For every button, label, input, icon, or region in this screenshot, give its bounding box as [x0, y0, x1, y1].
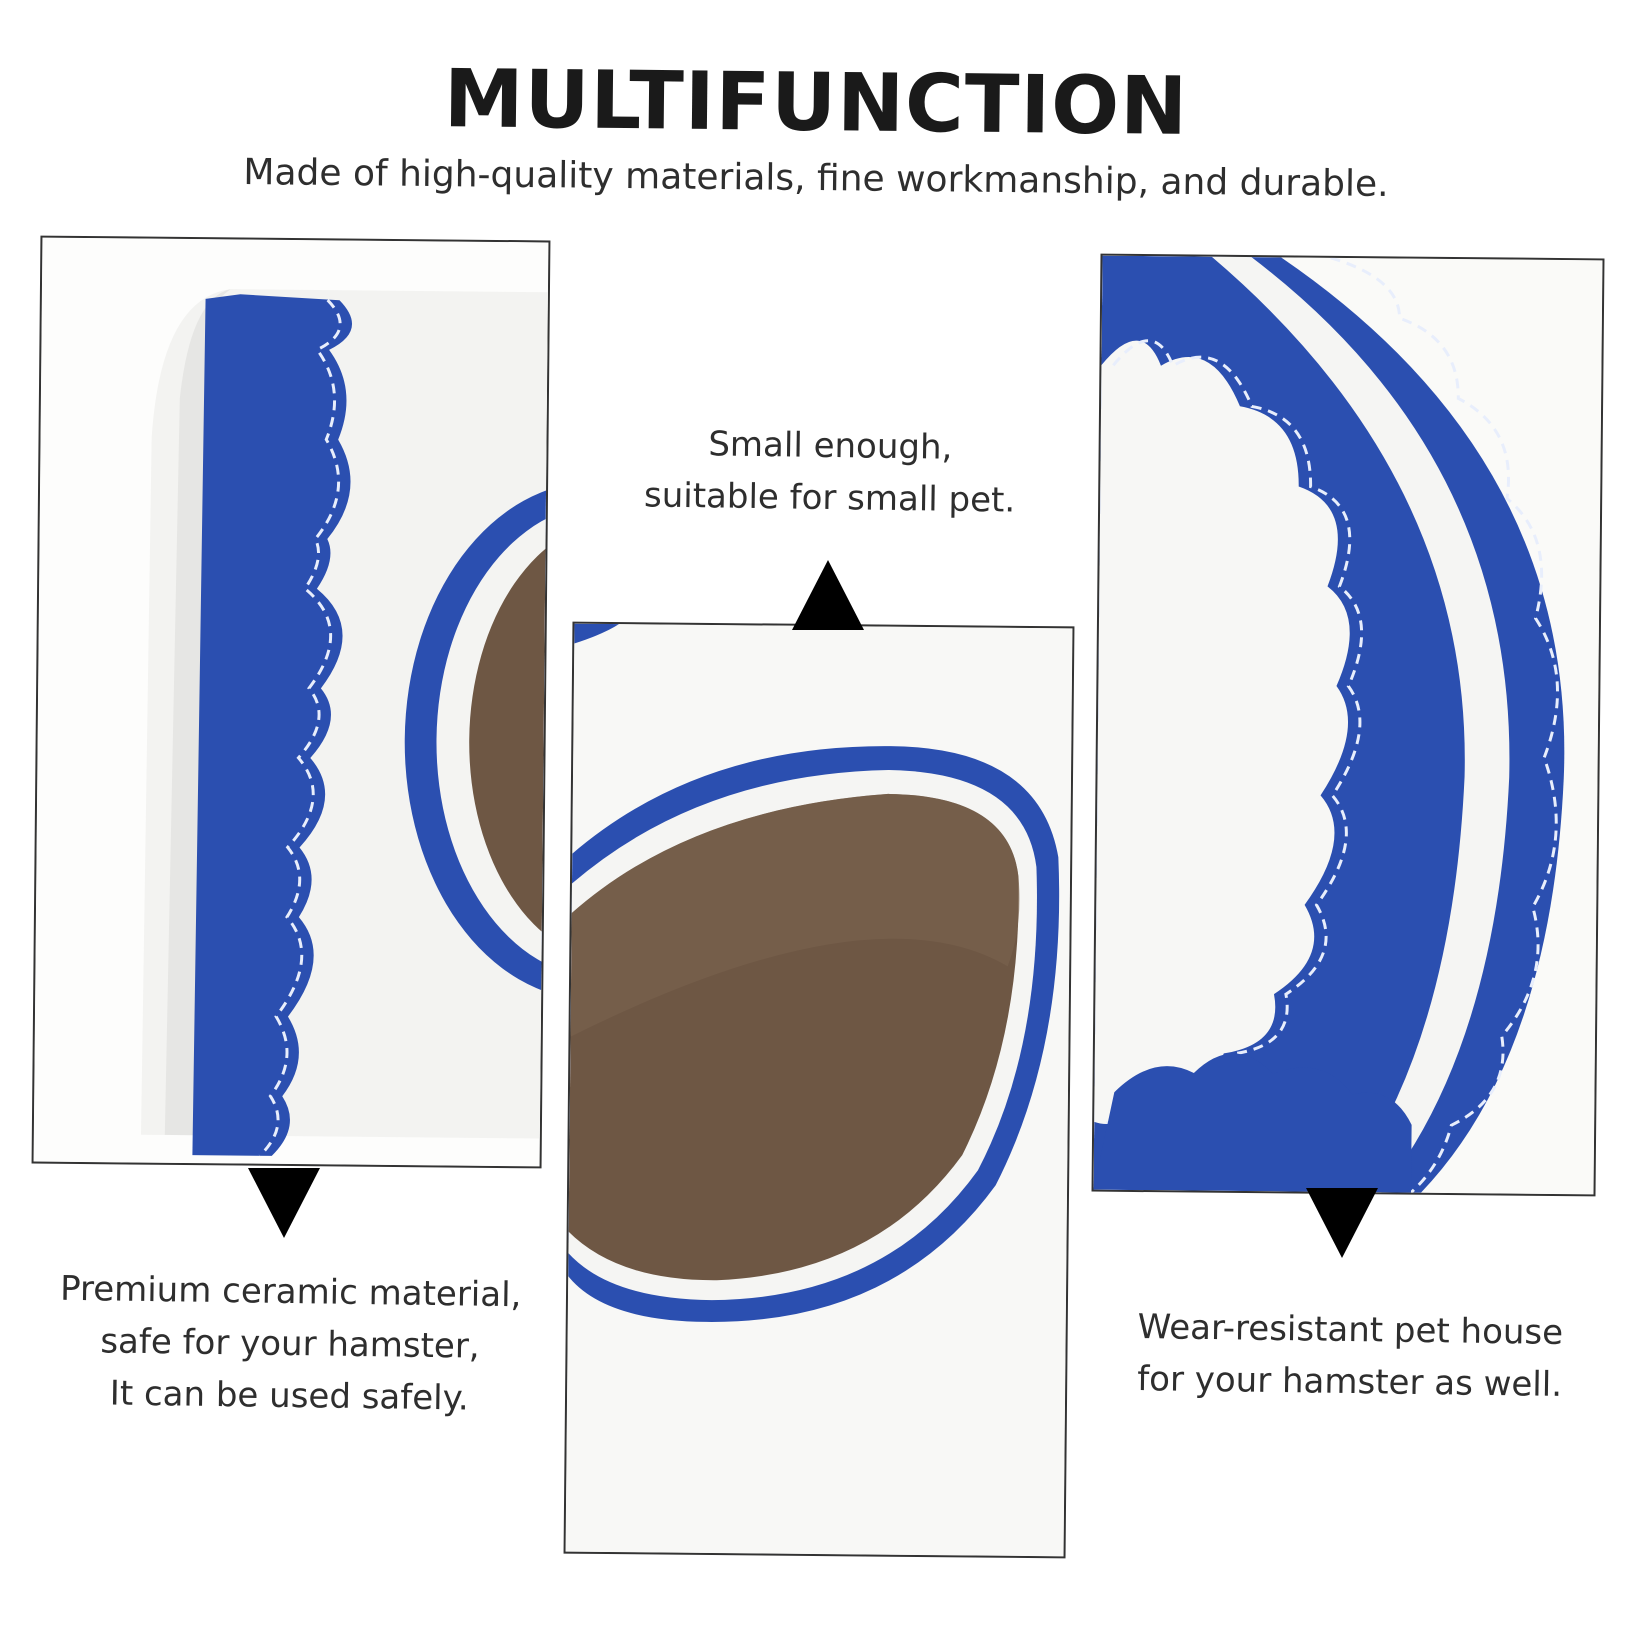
product-photo-side-view [31, 235, 551, 1169]
pointer-arrow-up-icon [792, 560, 864, 630]
caption-line: It can be used safely. [109, 1373, 469, 1419]
caption-line: suitable for small pet. [643, 475, 1016, 521]
product-photo-opening-view [563, 621, 1075, 1559]
product-photo-rim-view [1091, 253, 1605, 1197]
pointer-arrow-down-icon [1306, 1188, 1378, 1258]
caption-line: Small enough, [708, 424, 953, 468]
pointer-arrow-down-icon [248, 1168, 320, 1238]
caption-durability: Wear-resistant pet house for your hamste… [1089, 1300, 1610, 1411]
caption-line: Wear-resistant pet house [1137, 1307, 1564, 1353]
caption-line: safe for your hamster, [100, 1321, 480, 1367]
page-subtitle: Made of high-quality materials, fine wor… [243, 152, 1389, 205]
caption-material: Premium ceramic material, safe for your … [29, 1262, 551, 1425]
caption-line: Premium ceramic material, [59, 1268, 522, 1316]
page-title: MULTIFUNCTION [443, 52, 1189, 153]
caption-line: for your hamster as well. [1136, 1359, 1563, 1405]
caption-size: Small enough, suitable for small pet. [599, 417, 1060, 527]
